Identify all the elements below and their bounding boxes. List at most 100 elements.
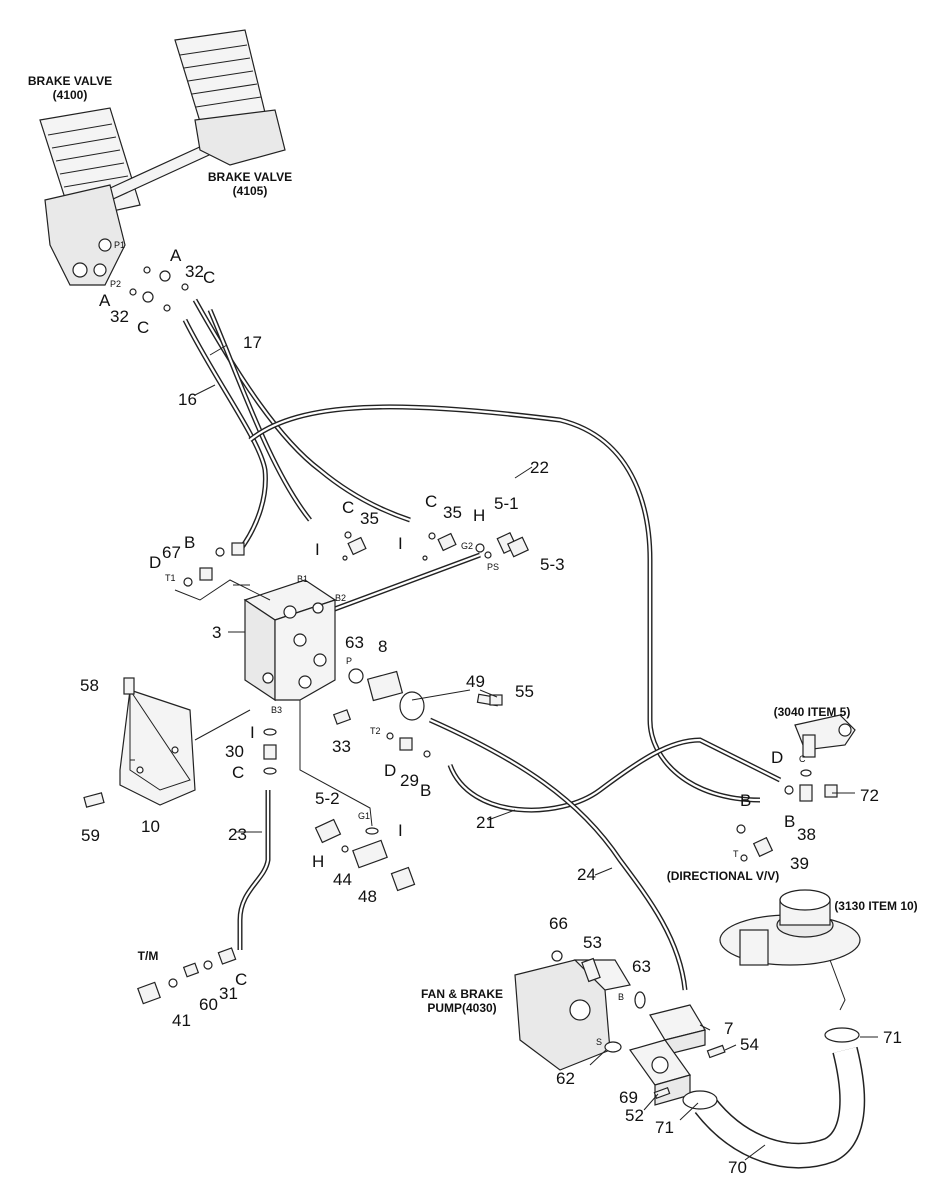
callout-44: 44 xyxy=(333,870,352,889)
callout-55: 55 xyxy=(515,682,534,701)
directional-valve-label: (DIRECTIONAL V/V) xyxy=(667,869,779,883)
callout-62: 62 xyxy=(556,1069,575,1088)
port-g1: G1 xyxy=(358,811,370,821)
water-pump-3130 xyxy=(719,889,861,1011)
callout-71a: 71 xyxy=(883,1028,902,1047)
callout-i1: I xyxy=(315,540,320,559)
port-p1: P1 xyxy=(114,240,125,250)
callout-a1: A xyxy=(170,246,182,265)
callout-c3: C xyxy=(342,498,354,517)
callout-54: 54 xyxy=(740,1035,759,1054)
callout-c2: C xyxy=(137,318,149,337)
callout-8: 8 xyxy=(378,637,387,656)
port-labels: P1 P2 T1 B1 B2 G2 PS P T2 B3 G1 C T B S xyxy=(110,240,806,1047)
callout-labels: A 32 C A 32 C 17 16 22 C C 35 35 H 5-1 5… xyxy=(80,246,902,1177)
callout-39: 39 xyxy=(790,854,809,873)
callout-70: 70 xyxy=(728,1158,747,1177)
port-b2: B2 xyxy=(335,593,346,603)
callout-32a: 32 xyxy=(185,262,204,281)
callout-7: 7 xyxy=(724,1019,733,1038)
callout-59: 59 xyxy=(81,826,100,845)
callout-33: 33 xyxy=(332,737,351,756)
callout-5-2: 5-2 xyxy=(315,789,340,808)
callout-i2: I xyxy=(398,534,403,553)
fan-brake-pump xyxy=(514,959,631,1071)
callout-10: 10 xyxy=(141,817,160,836)
callout-16: 16 xyxy=(178,390,197,409)
callout-24: 24 xyxy=(577,865,596,884)
pump-label-line2: PUMP(4030) xyxy=(427,1001,496,1015)
hose-17b xyxy=(207,309,312,522)
callout-38: 38 xyxy=(797,825,816,844)
item-69-flange xyxy=(629,1039,691,1106)
callout-c1: C xyxy=(203,268,215,287)
port-b3: B3 xyxy=(271,705,282,715)
callout-22: 22 xyxy=(530,458,549,477)
hose-16 xyxy=(182,318,268,552)
port-b: B xyxy=(618,992,624,1002)
port-p: P xyxy=(346,656,352,666)
callout-35b: 35 xyxy=(443,503,462,522)
callout-29: 29 xyxy=(400,771,419,790)
callout-30: 30 xyxy=(225,742,244,761)
callout-66: 66 xyxy=(549,914,568,933)
brake-pedal-assembly xyxy=(39,29,286,286)
callout-b2: B xyxy=(420,781,431,800)
callout-c6: C xyxy=(235,970,247,989)
tube-21 xyxy=(447,737,782,813)
callout-63b: 63 xyxy=(632,957,651,976)
port-t: T xyxy=(733,849,739,859)
callout-41: 41 xyxy=(172,1011,191,1030)
callout-c4: C xyxy=(425,492,437,511)
callout-17: 17 xyxy=(243,333,262,352)
callout-49: 49 xyxy=(466,672,485,691)
callout-h2: H xyxy=(312,852,324,871)
callout-53: 53 xyxy=(583,933,602,952)
callout-31: 31 xyxy=(219,984,238,1003)
callout-60: 60 xyxy=(199,995,218,1014)
hose-17 xyxy=(192,298,411,523)
pump-label-line1: FAN & BRAKE xyxy=(421,987,503,1001)
callout-d3: D xyxy=(771,748,783,767)
callout-63a: 63 xyxy=(345,633,364,652)
port-t2: T2 xyxy=(370,726,381,736)
callout-52: 52 xyxy=(625,1106,644,1125)
port-t1: T1 xyxy=(165,573,176,583)
callout-69: 69 xyxy=(619,1088,638,1107)
callout-d2: D xyxy=(384,761,396,780)
callout-23: 23 xyxy=(228,825,247,844)
callout-d1: D xyxy=(149,553,161,572)
ref-3040-label: (3040 ITEM 5) xyxy=(774,705,851,719)
callout-b3: B xyxy=(740,791,751,810)
port-s: S xyxy=(596,1037,602,1047)
callout-b1: B xyxy=(184,533,195,552)
fittings xyxy=(83,266,838,1099)
brake-valve-left-code: (4100) xyxy=(53,88,88,102)
callout-c5: C xyxy=(232,763,244,782)
callout-32b: 32 xyxy=(110,307,129,326)
callout-3: 3 xyxy=(212,623,221,642)
callout-a2: A xyxy=(99,291,111,310)
port-c: C xyxy=(799,754,806,764)
callout-i3: I xyxy=(250,723,255,742)
callout-58: 58 xyxy=(80,676,99,695)
ref-3130-label: (3130 ITEM 10) xyxy=(834,899,917,913)
port-b1: B1 xyxy=(297,574,308,584)
bracket-10 xyxy=(119,688,196,806)
brake-valve-right-title: BRAKE VALVE xyxy=(208,170,292,184)
callout-h1: H xyxy=(473,506,485,525)
port-ps: PS xyxy=(487,562,499,572)
callout-5-1: 5-1 xyxy=(494,494,519,513)
valve-block-3 xyxy=(243,579,337,702)
leader-lines xyxy=(130,344,878,1161)
hose-23 xyxy=(237,790,271,950)
brake-valve-right-code: (4105) xyxy=(233,184,268,198)
tube-22 xyxy=(248,404,761,803)
brake-valve-left-title: BRAKE VALVE xyxy=(28,74,112,88)
callout-48: 48 xyxy=(358,887,377,906)
callout-21: 21 xyxy=(476,813,495,832)
title-labels: BRAKE VALVE (4100) BRAKE VALVE (4105) (3… xyxy=(28,74,918,1015)
callout-i4: I xyxy=(398,821,403,840)
port-g2: G2 xyxy=(461,541,473,551)
